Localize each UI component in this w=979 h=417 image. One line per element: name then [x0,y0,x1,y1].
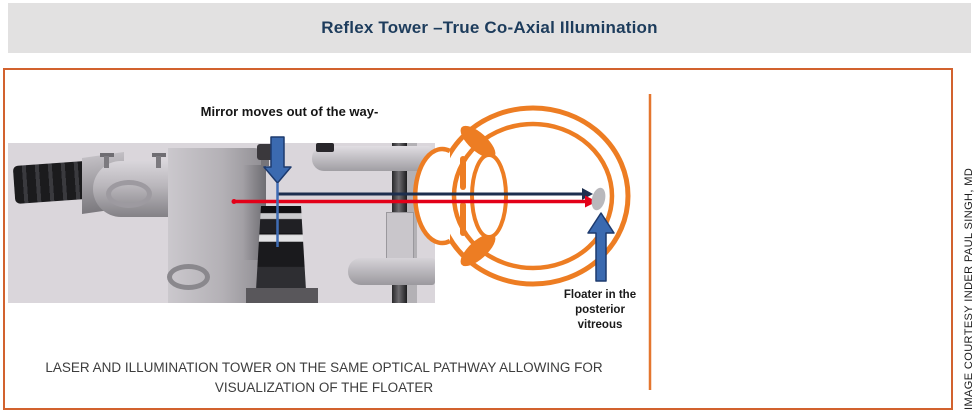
adjustment-screw [100,153,114,157]
figure-caption-line: LASER AND ILLUMINATION TOWER ON THE SAME… [45,360,603,375]
title-bar: Reflex Tower –True Co-Axial Illumination [8,3,971,53]
adjustment-screw-stem [104,156,109,168]
slitlamp-lower-arm [348,258,435,285]
floater-annotation: Floater in the posterior vitreous [548,288,652,333]
device-photo [8,143,435,303]
mirror-annotation: Mirror moves out of the way- [200,104,379,119]
objective-lens-base [246,288,318,303]
page-title: Reflex Tower –True Co-Axial Illumination [321,18,658,37]
slitlamp-carriage [386,212,414,262]
floater-annotation-line: vitreous [577,319,623,331]
objective-lens-barrel [256,206,306,290]
mirror-knob [257,144,274,160]
figure-caption-line: VISUALIZATION OF THE FLOATER [214,380,434,395]
image-credit: IMAGE COURTESY INDER PAUL SINGH, MD [963,167,975,410]
floater-annotation-line: posterior [575,304,625,316]
figure-caption: LASER AND ILLUMINATION TOWER ON THE SAME… [4,358,644,398]
floater-annotation-line: Floater in the [563,289,637,301]
adjustment-screw [152,153,166,157]
adjustment-screw-stem [156,156,161,168]
body-oval-detail [167,264,210,290]
mirror-knob-stem [261,160,269,166]
slitlamp-arm-knob [316,143,334,152]
body-oval-detail [106,180,152,208]
